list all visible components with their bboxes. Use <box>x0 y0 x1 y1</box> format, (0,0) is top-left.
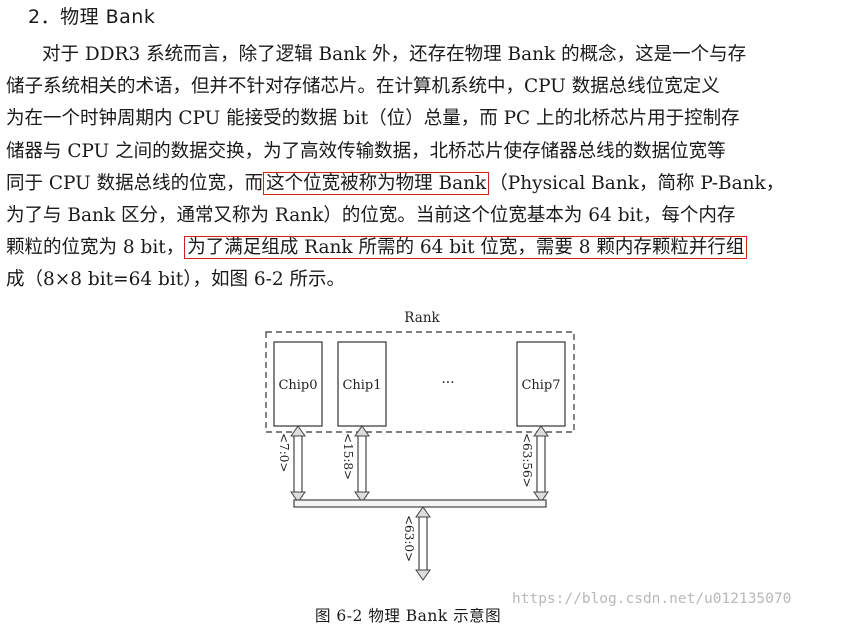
paragraph-line: 颗粒的位宽为 8 bit，为了满足组成 Rank 所需的 64 bit 位宽，需… <box>6 232 842 264</box>
text-segment: 颗粒的位宽为 8 bit， <box>6 237 185 259</box>
ellipsis: ··· <box>441 375 454 391</box>
chip-label: Chip0 <box>278 378 317 393</box>
chip-bus <box>290 425 306 503</box>
paragraph-line: 为在一个时钟周期内 CPU 能接受的数据 bit（位）总量，而 PC 上的北桥芯… <box>6 108 740 130</box>
chip-box <box>337 341 387 427</box>
bus-label: <15:8> <box>341 433 355 480</box>
rank-boundary <box>265 331 575 433</box>
bus-label: <63:56> <box>520 433 534 488</box>
paragraph-line: 成（8×8 bit=64 bit），如图 6-2 所示。 <box>6 269 346 291</box>
main-bus-label: <63:0> <box>402 515 416 562</box>
paragraph-line: 对于 DDR3 系统而言，除了逻辑 Bank 外，还存在物理 Bank 的概念，… <box>42 44 747 65</box>
rank-label: Rank <box>404 310 440 326</box>
chip-label: Chip7 <box>521 378 560 393</box>
main-bus <box>415 506 431 581</box>
rank-diagram: Rank Chip0 Chip1 ··· Chip7 <7:0> <15:8> … <box>265 310 575 581</box>
bus-label: <7:0> <box>277 433 291 472</box>
highlighted-phrase: 这个位宽被称为物理 Bank <box>263 171 490 195</box>
figure-caption: 图 6-2 物理 Bank 示意图 <box>315 607 502 625</box>
paragraph-line: 为了与 Bank 区分，通常又称为 Rank）的位宽。当前这个位宽基本为 64 … <box>6 205 736 227</box>
highlighted-phrase: 为了满足组成 Rank 所需的 64 bit 位宽，需要 8 颗内存颗粒并行组 <box>184 236 748 260</box>
paragraph-line: 同于 CPU 数据总线的位宽，而这个位宽被称为物理 Bank（Physical … <box>6 168 842 200</box>
section-heading: 2．物理 Bank <box>28 6 156 28</box>
paragraph-line: 储子系统相关的术语，但并不针对存储芯片。在计算机系统中，CPU 数据总线位宽定义 <box>6 76 720 98</box>
chip-label: Chip1 <box>342 378 381 393</box>
text-segment: （Physical Bank，简称 P-Bank， <box>489 172 785 194</box>
chip-bus <box>533 425 549 503</box>
chip-bus <box>354 425 370 503</box>
body-paragraph: 对于 DDR3 系统而言，除了逻辑 Bank 外，还存在物理 Bank 的概念，… <box>6 39 842 297</box>
paragraph-line: 储器与 CPU 之间的数据交换，为了高效传输数据，北桥芯片使存储器总线的数据位宽… <box>6 140 726 162</box>
shared-bus <box>293 499 547 508</box>
text-segment: 同于 CPU 数据总线的位宽，而 <box>6 172 264 194</box>
watermark: https://blog.csdn.net/u012135070 <box>512 591 792 607</box>
